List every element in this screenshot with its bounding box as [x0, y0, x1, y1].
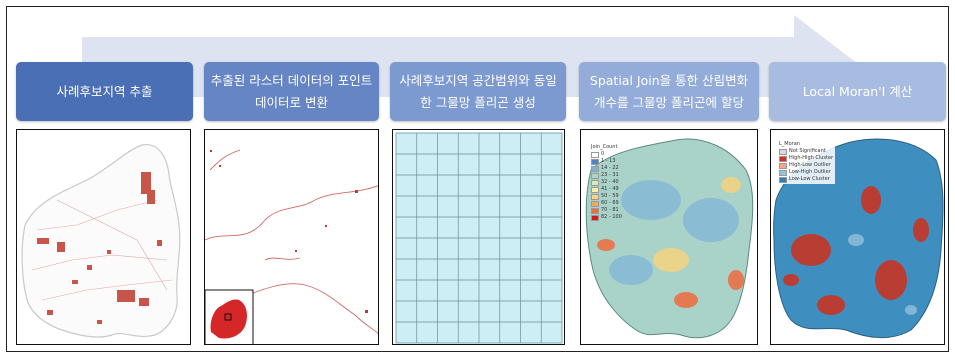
join-count-legend-label: 23 - 31 — [601, 172, 619, 178]
moran-legend-swatch — [779, 176, 787, 183]
join-count-legend-item: 70 - 81 — [591, 207, 622, 214]
fishnet-grid-image — [395, 132, 563, 344]
moran-legend-item: High-Low Outlier — [779, 162, 833, 169]
extracted-map-image — [21, 144, 181, 338]
join-count-legend-label: 0 — [601, 151, 605, 157]
join-count-legend-label: 14 - 22 — [601, 165, 619, 171]
join-count-legend-item: 14 - 22 — [591, 165, 622, 172]
join-count-legend-swatch — [591, 207, 599, 214]
moran-legend-item: Low-High Outlier — [779, 169, 833, 176]
panel-fishnet-grid — [392, 129, 565, 345]
join-count-legend-swatch — [591, 214, 599, 221]
join-count-legend-label: 82 - 100 — [601, 214, 622, 220]
panel-point-data — [204, 129, 379, 345]
moran-legend-label: High-Low Outlier — [789, 162, 831, 168]
join-count-legend-swatch — [591, 186, 599, 193]
join-count-legend-item: 60 - 69 — [591, 200, 622, 207]
join-count-legend-title: Join_Count — [591, 144, 618, 150]
moran-legend-swatch — [779, 162, 787, 169]
step-4-box: Spatial Join을 통한 산림변화 개수를 그물망 폴리곤에 할당 — [579, 62, 759, 121]
local-moran-map — [773, 138, 944, 339]
step-1-label: 사례후보지역 추출 — [56, 83, 153, 99]
join-count-legend-label: 50 - 59 — [601, 193, 619, 199]
step-5-label: Local Moran'I 계산 — [802, 83, 913, 99]
join-count-legend-item: 23 - 31 — [591, 172, 622, 179]
join-count-legend-swatch — [591, 165, 599, 172]
moran-legend-label: Not Significant — [789, 148, 826, 154]
join-count-legend-label: 32 - 40 — [601, 179, 619, 185]
moran-legend-title: L_Moran — [779, 141, 800, 147]
join-count-legend-item: 41 - 49 — [591, 186, 622, 193]
moran-legend-item: Low-Low Cluster — [779, 176, 833, 183]
join-count-legend-item: 0 — [591, 151, 622, 158]
moran-legend-item: High-High Cluster — [779, 155, 833, 162]
step-3-box: 사례후보지역 공간범위와 동일한 그물망 폴리곤 생성 — [390, 62, 566, 121]
moran-legend-swatch — [779, 148, 787, 155]
step-5-box: Local Moran'I 계산 — [769, 62, 946, 121]
spatial-join-map — [585, 138, 754, 339]
join-count-legend-item: 32 - 40 — [591, 179, 622, 186]
join-count-legend-label: 70 - 81 — [601, 207, 619, 213]
step-2-label: 추출된 라스터 데이터의 포인트 데이터로 변환 — [210, 72, 373, 110]
join-count-legend-swatch — [591, 172, 599, 179]
panel-extracted-map — [16, 129, 191, 345]
step-4-label: Spatial Join을 통한 산림변화 개수를 그물망 폴리곤에 할당 — [589, 72, 749, 110]
join-count-legend-swatch — [591, 193, 599, 200]
step-3-label: 사례후보지역 공간범위와 동일한 그물망 폴리곤 생성 — [399, 72, 557, 110]
join-count-legend-swatch — [591, 158, 599, 165]
step-2-box: 추출된 라스터 데이터의 포인트 데이터로 변환 — [204, 62, 379, 121]
join-count-legend-swatch — [591, 179, 599, 186]
moran-legend-label: High-High Cluster — [789, 155, 834, 161]
join-count-legend-item: 50 - 59 — [591, 193, 622, 200]
step-1-box: 사례후보지역 추출 — [16, 62, 193, 121]
join-count-legend-label: 1 - 13 — [601, 158, 616, 164]
moran-legend-item: Not Significant — [779, 148, 833, 155]
moran-legend-swatch — [779, 155, 787, 162]
join-count-legend-label: 60 - 69 — [601, 200, 619, 206]
moran-legend-swatch — [779, 169, 787, 176]
join-count-legend-item: 82 - 100 — [591, 214, 622, 221]
join-count-legend-swatch — [591, 151, 599, 158]
moran-legend-label: Low-Low Cluster — [789, 176, 830, 182]
moran-legend-label: Low-High Outlier — [789, 169, 831, 175]
point-data-image — [205, 149, 378, 344]
join-count-legend-item: 1 - 13 — [591, 158, 622, 165]
join-count-legend-label: 41 - 49 — [601, 186, 619, 192]
join-count-legend-swatch — [591, 200, 599, 207]
